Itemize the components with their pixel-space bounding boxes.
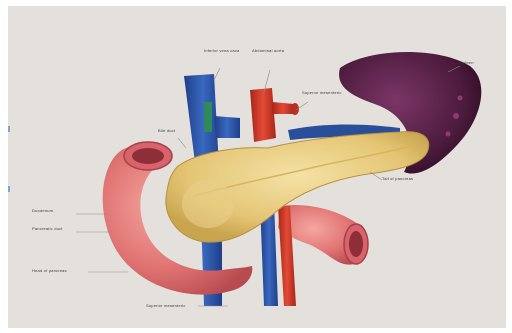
green-vessel [204,102,212,132]
label-aorta: Abdominal aorta [252,48,284,53]
illustration-frame: Inferior vena cava Abdominal aorta Super… [8,6,506,328]
label-tail-of-pancreas: Tail of pancreas [382,176,413,181]
vena-cava-branch [214,116,240,138]
label-pancreatic-duct: Pancreatic duct [32,226,63,231]
edge-marker [8,186,10,192]
spleen-detail [453,113,459,119]
duodenum-opening-top-inner [132,148,164,164]
pancreas-head-detail [182,180,234,228]
label-spleen: Spleen [460,60,474,65]
bowel-opening-inner [349,231,363,257]
label-vena-cava: Inferior vena cava [204,48,239,53]
pancreas-anatomy-illustration [8,6,506,328]
label-mesenteric-top: Superior mesenteric [302,90,342,95]
aorta-branch [272,102,294,114]
edge-marker [8,126,10,132]
spleen-detail [458,96,463,101]
label-bile-duct: Bile duct [158,128,175,133]
spleen-detail [446,132,451,137]
aorta-shape [250,88,276,142]
label-head-of-pancreas: Head of pancreas [32,268,67,273]
label-duodenum: Duodenum [32,208,53,213]
label-mesenteric-bottom: Superior mesenteric [146,303,186,308]
